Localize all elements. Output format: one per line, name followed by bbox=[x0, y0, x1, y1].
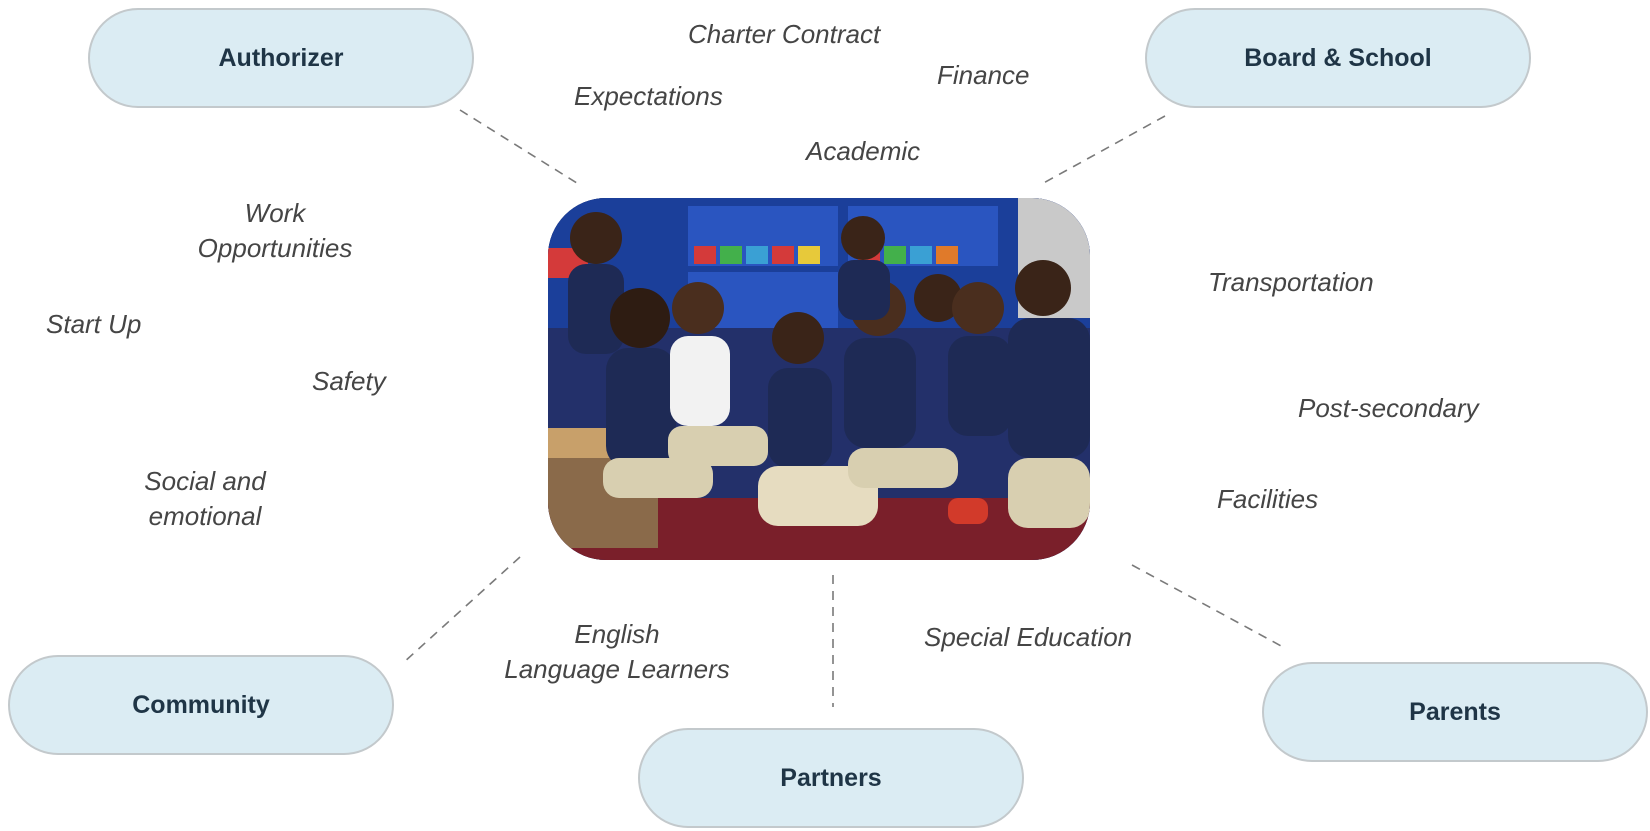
node-authorizer-label: Authorizer bbox=[218, 43, 344, 72]
node-board-school-label: Board & School bbox=[1244, 43, 1432, 72]
topic-social-line1: Social and bbox=[144, 466, 266, 496]
node-community-label: Community bbox=[132, 690, 270, 719]
node-parents-label: Parents bbox=[1409, 697, 1501, 726]
classroom-photo bbox=[548, 198, 1090, 560]
topic-safety: Safety bbox=[312, 366, 386, 396]
topic-ell-line2: Language Learners bbox=[504, 654, 730, 684]
topic-ell-line1: English bbox=[574, 619, 660, 649]
node-community: Community bbox=[8, 655, 394, 755]
topic-post-secondary: Post-secondary bbox=[1298, 393, 1479, 423]
node-authorizer: Authorizer bbox=[88, 8, 474, 108]
topic-start-up: Start Up bbox=[46, 309, 142, 339]
node-partners-label: Partners bbox=[780, 763, 882, 792]
topic-work-opportunities: Work Opportunities bbox=[186, 196, 364, 266]
node-parents: Parents bbox=[1262, 662, 1648, 762]
classroom-children-photo-icon bbox=[548, 198, 1090, 560]
topic-finance: Finance bbox=[937, 60, 1030, 90]
topic-special-education: Special Education bbox=[924, 622, 1133, 652]
connector-parents bbox=[1131, 564, 1284, 648]
node-partners: Partners bbox=[638, 728, 1024, 828]
topic-facilities: Facilities bbox=[1217, 484, 1319, 514]
topic-social-line2: emotional bbox=[148, 501, 262, 531]
topic-work-line2: Opportunities bbox=[197, 233, 353, 263]
topic-academic: Academic bbox=[806, 136, 921, 166]
connector-authorizer bbox=[459, 109, 581, 186]
topic-charter-contract: Charter Contract bbox=[688, 19, 881, 49]
topic-work-line1: Work bbox=[244, 198, 306, 228]
connector-board-school bbox=[1039, 115, 1166, 186]
connector-community bbox=[402, 556, 521, 664]
topic-english-language-learners: English Language Learners bbox=[484, 617, 750, 687]
topic-expectations: Expectations bbox=[574, 81, 723, 111]
node-board-school: Board & School bbox=[1145, 8, 1531, 108]
topic-social-emotional: Social and emotional bbox=[130, 464, 280, 534]
topic-transportation: Transportation bbox=[1208, 267, 1374, 297]
